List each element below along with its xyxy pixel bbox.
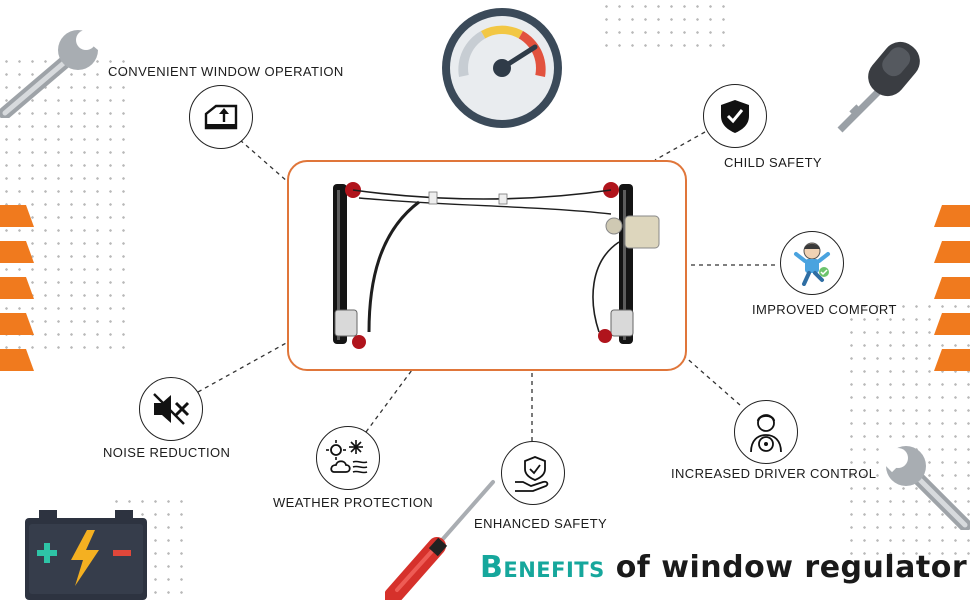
title-accent: Benefits <box>480 550 605 585</box>
wrench-icon <box>0 20 105 118</box>
hand-shield-icon <box>501 441 565 505</box>
page-title: Benefits of window regulator <box>480 550 967 585</box>
label-child-safety: CHILD SAFETY <box>724 155 822 170</box>
wrench-icon-2 <box>880 443 970 530</box>
dot-pattern-top-right <box>600 0 725 55</box>
speaker-mute-icon <box>139 377 203 441</box>
label-increased-driver-control: INCREASED DRIVER CONTROL <box>671 466 877 481</box>
weather-icon <box>316 426 380 490</box>
title-rest: of window regulator <box>604 550 968 585</box>
label-convenient-window-operation: CONVENIENT WINDOW OPERATION <box>108 64 344 79</box>
label-improved-comfort: IMPROVED COMFORT <box>752 302 897 317</box>
label-weather-protection: WEATHER PROTECTION <box>273 495 434 510</box>
orange-stripes-left <box>0 205 34 371</box>
child-relaxed-icon <box>780 231 844 295</box>
label-noise-reduction: NOISE REDUCTION <box>103 445 231 460</box>
product-frame <box>287 160 687 371</box>
window-regulator-image <box>333 182 660 349</box>
speedometer-icon <box>442 8 562 128</box>
orange-stripes-right <box>934 205 970 371</box>
screwdriver-icon <box>385 480 495 600</box>
driver-icon <box>734 400 798 464</box>
car-window-icon <box>189 85 253 149</box>
battery-icon <box>25 510 147 600</box>
label-enhanced-safety: ENHANCED SAFETY <box>474 516 608 531</box>
car-key-icon <box>837 41 920 133</box>
shield-check-icon <box>703 84 767 148</box>
